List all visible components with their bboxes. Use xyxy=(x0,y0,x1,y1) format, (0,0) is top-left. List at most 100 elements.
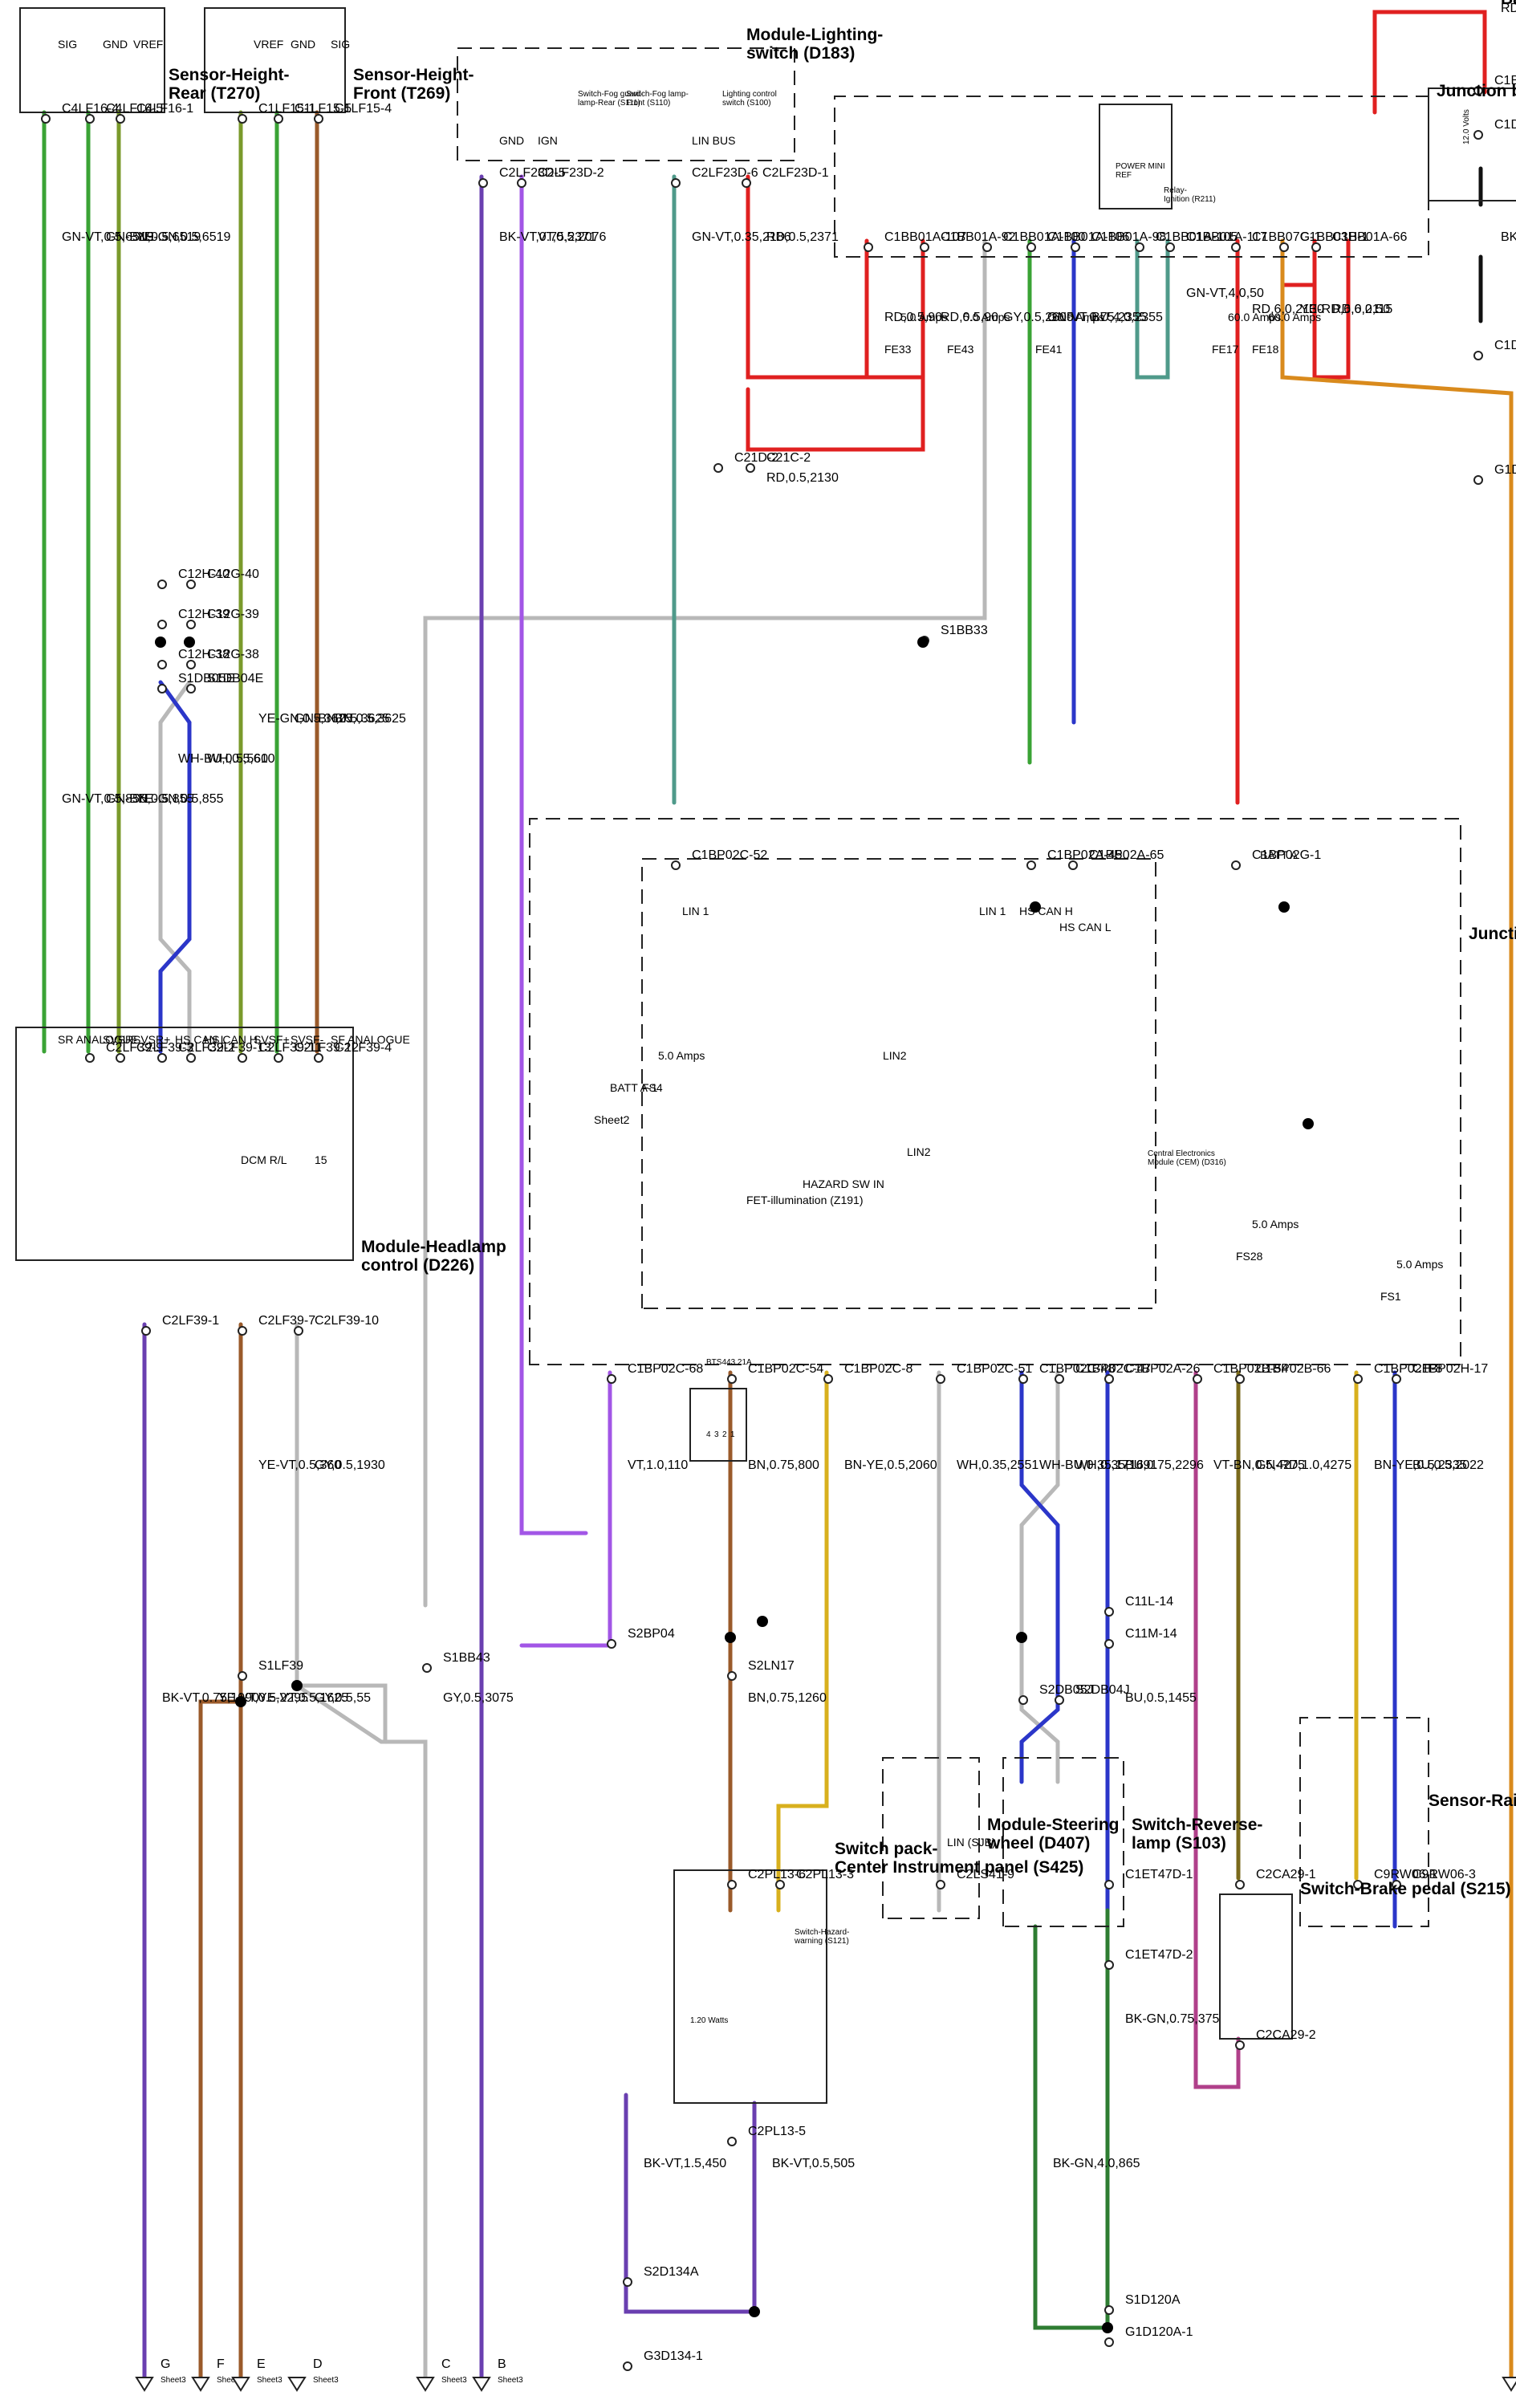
connector-label: S2BP04 xyxy=(628,1627,675,1641)
connector-label: C2LF23D-2 xyxy=(538,166,604,180)
wire-label-wH1: YE-RD,6,0,2115 xyxy=(1300,303,1392,316)
fuse-rating: 60.0 Amps xyxy=(1268,311,1321,323)
connector-label: C2LF23D-5 xyxy=(499,166,566,180)
connector-dot xyxy=(1353,1880,1363,1889)
splice-dot xyxy=(1102,2322,1113,2333)
wire-label-w98: BU,4,0,2355 xyxy=(1091,311,1163,324)
connector-label: G1D108A-1 xyxy=(1494,463,1516,477)
connector-label: C1BB01A-98 xyxy=(1091,230,1166,244)
connector-label: C2PL13-6 xyxy=(748,1868,806,1881)
connector-label: C2LF39-7 xyxy=(258,1314,315,1328)
connector-dot xyxy=(1026,242,1036,252)
wire-label-r-vref-a: YE-GN,0.5,6519 xyxy=(136,230,231,244)
connector-dot xyxy=(517,178,526,188)
connector-dot xyxy=(1104,1880,1114,1889)
wire-label-batt-gnd: BK,35,0,200 xyxy=(1501,230,1516,244)
fuse-label: FE41 xyxy=(1035,343,1063,356)
connector-label: S1DB04E xyxy=(207,672,263,685)
connector-label: C12G-39 xyxy=(207,608,259,621)
rain-sensor-title: Sensor-Rain (T204) xyxy=(1429,1792,1516,1810)
connector-dot xyxy=(982,242,992,252)
headlamp-pin: SVSR- xyxy=(103,1033,137,1046)
wire-label-can-l: WH-BU,0.5,560 xyxy=(178,752,268,766)
wire-label-f-sig: BN,0.5,3625 xyxy=(335,712,406,726)
wire-label-sp-gnd2: BK-VT,1.5,450 xyxy=(644,2157,726,2170)
cem-label: FET-illumination (Z191) xyxy=(746,1194,864,1206)
offsheet-arrow xyxy=(231,2377,250,2392)
offsheet-arrow xyxy=(1502,2377,1516,2392)
offsheet-sheet: Sheet3 xyxy=(498,2376,523,2385)
cem-label: HS CAN H xyxy=(1019,905,1073,917)
connector-label: C1DC02A-1 xyxy=(1494,118,1516,132)
fuse-label: FE43 xyxy=(947,343,974,356)
wire-label-f-gnd: GN-BN,0.5,3625 xyxy=(295,712,389,726)
connector-dot xyxy=(920,242,929,252)
jbox-central-title: Junction box-Central (P101) xyxy=(1469,925,1516,943)
connector-dot xyxy=(141,1326,151,1336)
lighting-switch-title: Module-Lighting-switch (D183) xyxy=(746,26,883,63)
connector-label: C2LF39-2 xyxy=(178,1041,235,1055)
reverse-switch-title: Switch-Reverse-lamp (S103) xyxy=(1132,1816,1262,1853)
wire-label-can-h: WH,0.5,610 xyxy=(207,752,275,766)
wire-label-c48: WH-BU,0.35,1716 xyxy=(1039,1458,1144,1472)
wire-label-h17: BU,0.5,2022 xyxy=(1412,1458,1484,1472)
relay-label: Relay-Ignition (R211) xyxy=(1164,186,1216,204)
wire-label-f10c: GY,0.5,55 xyxy=(315,1691,371,1705)
cem-outline xyxy=(641,858,1156,1309)
sensor-rear-pin: VREF xyxy=(133,38,163,51)
connector-dot xyxy=(116,1053,125,1063)
splice-dot xyxy=(1016,1632,1027,1643)
wire-label-c54: BN,0.75,800 xyxy=(748,1458,819,1472)
connector-label: C21D-2 xyxy=(734,451,778,465)
fet-part-label: BTS443 21A xyxy=(706,1358,752,1367)
connector-label: C1BP02C-54 xyxy=(748,1362,823,1376)
connector-label: C2LF39-10 xyxy=(315,1314,379,1328)
wire-label-r-sig-a: GN-VT,0.5,6519 xyxy=(62,230,154,244)
wire-100 xyxy=(423,238,987,1608)
steering-outline xyxy=(882,1757,980,1919)
wire-label-w-gnd: BK-VT,0.75,2371 xyxy=(499,230,596,244)
connector-dot xyxy=(422,1663,432,1673)
headlamp-pin: SF ANALOGUE xyxy=(331,1033,410,1046)
wire-label-w92: RD,0.5,90 xyxy=(941,311,998,324)
connector-label: C1BP02A-45 xyxy=(1047,848,1122,862)
sensor-rear-pin: SIG xyxy=(58,38,77,51)
connector-dot xyxy=(1165,242,1175,252)
wire-66-loop xyxy=(1312,238,1351,380)
connector-label: S2LN17 xyxy=(748,1659,795,1673)
fuse-rating: 5.0 Amps xyxy=(900,311,947,323)
wire-label-c68: VT,1.0,110 xyxy=(628,1458,688,1472)
sensor-front-pin: VREF xyxy=(254,38,283,51)
connector-dot xyxy=(1473,351,1483,360)
wire-lighting-red xyxy=(746,174,925,380)
cem-label: LIN2 xyxy=(883,1049,907,1062)
connector-dot xyxy=(1071,242,1080,252)
splice-dot xyxy=(1278,901,1290,913)
connector-dot xyxy=(157,1053,167,1063)
connector-label: C1ET47D-2 xyxy=(1125,1948,1193,1962)
lighting-switch-item: Switch-Fog guard-lamp-Rear (S111) xyxy=(578,90,644,108)
cem-label: LIN 1 xyxy=(682,905,709,917)
brake-switch-box xyxy=(1219,1893,1293,2040)
headlamp-box xyxy=(15,1027,354,1261)
switchpack-lamp: 1.20 Watts xyxy=(690,2016,728,2025)
offsheet-letter: C xyxy=(441,2357,451,2371)
connector-dot xyxy=(1104,2305,1114,2315)
lighting-switch-pin: IGN xyxy=(538,134,558,147)
fuse-rating: 5.0 Amps xyxy=(658,1049,705,1062)
connector-label: C1BP02C-51 xyxy=(957,1362,1032,1376)
connector-dot xyxy=(1104,2337,1114,2347)
connector-label: C1BB01A-106 xyxy=(1047,230,1129,244)
connector-label: C1BP02B-54 xyxy=(1213,1362,1288,1376)
offsheet-letter: B xyxy=(498,2357,506,2371)
connector-dot xyxy=(1473,475,1483,485)
connector-dot xyxy=(85,114,95,124)
wire-orange xyxy=(1280,238,1514,2386)
offsheet-arrow xyxy=(135,2377,154,2392)
rain-sensor-outline xyxy=(1299,1717,1429,1927)
connector-dot xyxy=(727,1374,737,1384)
wire-label-w106: GN-VT,0.75,2355 xyxy=(1047,311,1147,324)
